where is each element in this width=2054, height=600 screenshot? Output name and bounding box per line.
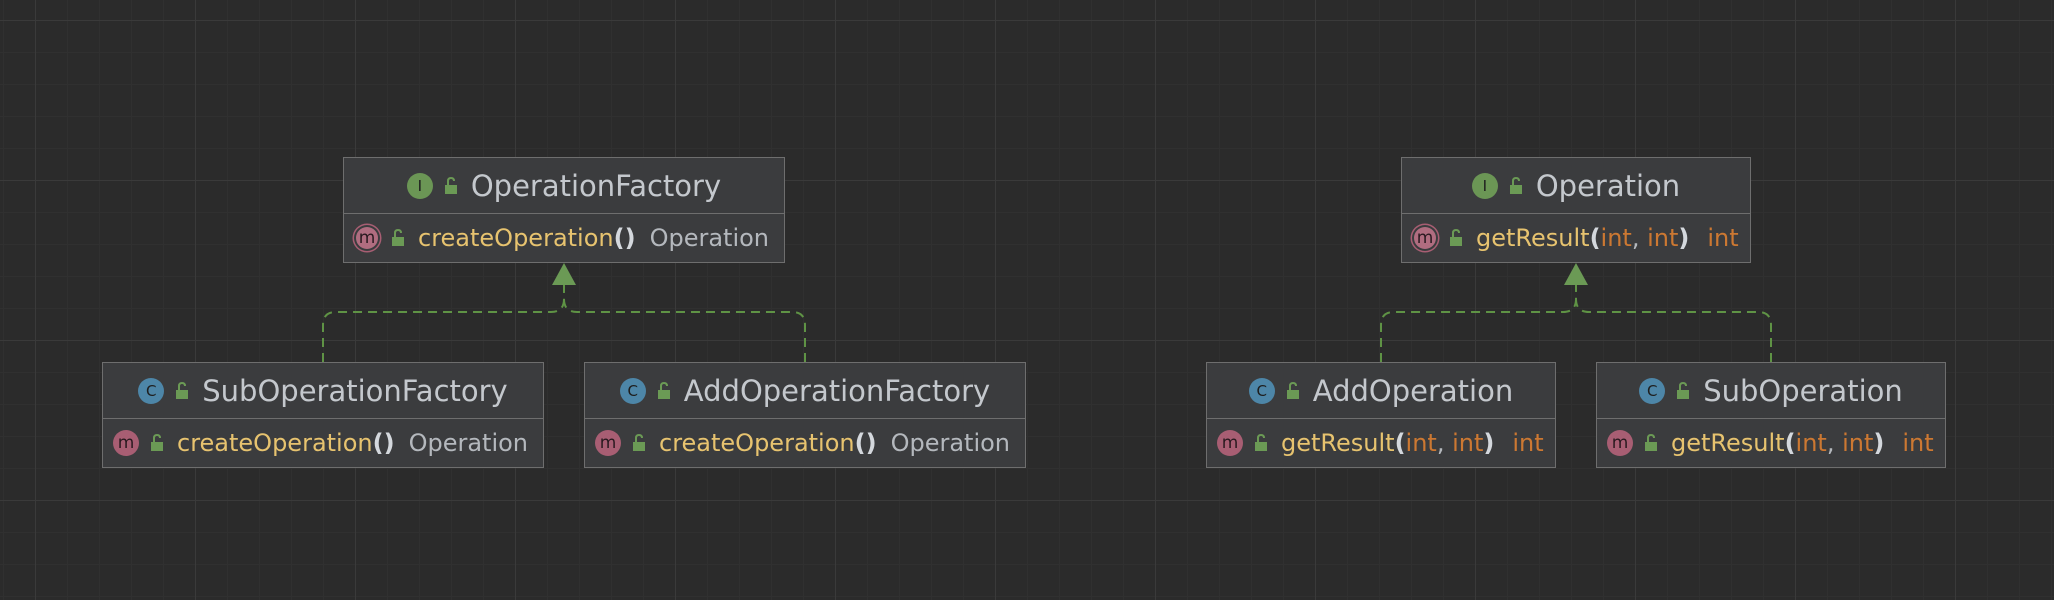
return-type: int xyxy=(1512,429,1544,457)
node-header: C SubOperationFactory xyxy=(103,363,543,419)
method-row[interactable]: m createOperation() Operation xyxy=(585,419,1025,467)
method-row[interactable]: m getResult(int, int) int xyxy=(1207,419,1555,467)
node-sub-operation-factory[interactable]: C SubOperationFactory m createOperation(… xyxy=(102,362,544,468)
method-row[interactable]: m getResult(int, int) int xyxy=(1402,214,1750,262)
method-row[interactable]: m getResult(int, int) int xyxy=(1597,419,1945,467)
edge-sub-operation-to-operation xyxy=(1575,283,1772,362)
class-icon: C xyxy=(1639,377,1666,404)
return-type: Operation xyxy=(890,429,1010,457)
open-paren: ( xyxy=(854,429,866,457)
public-lock-icon xyxy=(1645,433,1657,451)
param-type: int xyxy=(1452,429,1484,457)
public-lock-icon xyxy=(1286,381,1299,399)
node-sub-operation[interactable]: C SubOperation m getResult(int, int) int xyxy=(1596,362,1946,468)
method-name: createOperation xyxy=(659,429,855,457)
node-header: I OperationFactory xyxy=(344,158,784,214)
public-lock-icon xyxy=(1509,176,1522,194)
class-name: AddOperationFactory xyxy=(683,373,991,408)
arrowhead-operation xyxy=(1564,263,1588,285)
edge-sub-operation-factory-to-operation-factory xyxy=(322,283,565,362)
method-icon: m xyxy=(113,430,139,456)
public-lock-icon xyxy=(1677,381,1690,399)
method-name: createOperation xyxy=(418,224,614,252)
class-name: SubOperationFactory xyxy=(202,373,508,408)
return-type: int xyxy=(1707,224,1739,252)
param-type: int xyxy=(1842,429,1874,457)
node-operation[interactable]: I Operation m getResult(int, int) int xyxy=(1401,157,1751,263)
class-icon: C xyxy=(138,377,165,404)
open-paren: ( xyxy=(1394,429,1406,457)
edge-add-operation-factory-to-operation-factory xyxy=(563,283,806,362)
public-lock-icon xyxy=(1255,433,1267,451)
method-row[interactable]: m createOperation() Operation xyxy=(103,419,543,467)
abstract-method-icon: m xyxy=(354,225,380,251)
return-type: Operation xyxy=(408,429,528,457)
param-type: int xyxy=(1795,429,1827,457)
node-header: C AddOperation xyxy=(1207,363,1555,419)
class-icon: C xyxy=(619,377,646,404)
param-type: int xyxy=(1405,429,1437,457)
param-type: int xyxy=(1600,224,1632,252)
close-paren: ) xyxy=(624,224,636,252)
public-lock-icon xyxy=(1450,228,1462,246)
method-name: getResult xyxy=(1671,429,1785,457)
node-operation-factory[interactable]: I OperationFactory m createOperation() O… xyxy=(343,157,785,263)
public-lock-icon xyxy=(444,176,457,194)
close-paren: ) xyxy=(1483,429,1495,457)
node-add-operation-factory[interactable]: C AddOperationFactory m createOperation(… xyxy=(584,362,1026,468)
edge-add-operation-to-operation xyxy=(1380,283,1577,362)
class-name: AddOperation xyxy=(1312,373,1514,408)
method-icon: m xyxy=(1607,430,1633,456)
public-lock-icon xyxy=(657,381,670,399)
return-type: Operation xyxy=(649,224,769,252)
class-name: OperationFactory xyxy=(470,168,722,203)
param-separator: , xyxy=(1826,429,1843,457)
method-icon: m xyxy=(1217,430,1243,456)
interface-icon: I xyxy=(1471,172,1498,199)
param-separator: , xyxy=(1631,224,1648,252)
class-name: SubOperation xyxy=(1703,373,1903,408)
method-name: getResult xyxy=(1476,224,1590,252)
close-paren: ) xyxy=(1873,429,1885,457)
open-paren: ( xyxy=(372,429,384,457)
arrowhead-operation-factory xyxy=(552,263,576,285)
return-type: int xyxy=(1902,429,1934,457)
open-paren: ( xyxy=(613,224,625,252)
open-paren: ( xyxy=(1589,224,1601,252)
public-lock-icon xyxy=(151,433,163,451)
node-header: C SubOperation xyxy=(1597,363,1945,419)
method-icon: m xyxy=(595,430,621,456)
node-add-operation[interactable]: C AddOperation m getResult(int, int) int xyxy=(1206,362,1556,468)
method-row[interactable]: m createOperation() Operation xyxy=(344,214,784,262)
param-separator: , xyxy=(1436,429,1453,457)
close-paren: ) xyxy=(383,429,395,457)
param-type: int xyxy=(1647,224,1679,252)
public-lock-icon xyxy=(392,228,404,246)
public-lock-icon xyxy=(633,433,645,451)
method-name: createOperation xyxy=(177,429,373,457)
class-name: Operation xyxy=(1535,168,1681,203)
method-name: getResult xyxy=(1281,429,1395,457)
class-icon: C xyxy=(1248,377,1275,404)
close-paren: ) xyxy=(865,429,877,457)
interface-icon: I xyxy=(406,172,433,199)
abstract-method-icon: m xyxy=(1412,225,1438,251)
node-header: I Operation xyxy=(1402,158,1750,214)
public-lock-icon xyxy=(176,381,189,399)
close-paren: ) xyxy=(1678,224,1690,252)
node-header: C AddOperationFactory xyxy=(585,363,1025,419)
open-paren: ( xyxy=(1784,429,1796,457)
